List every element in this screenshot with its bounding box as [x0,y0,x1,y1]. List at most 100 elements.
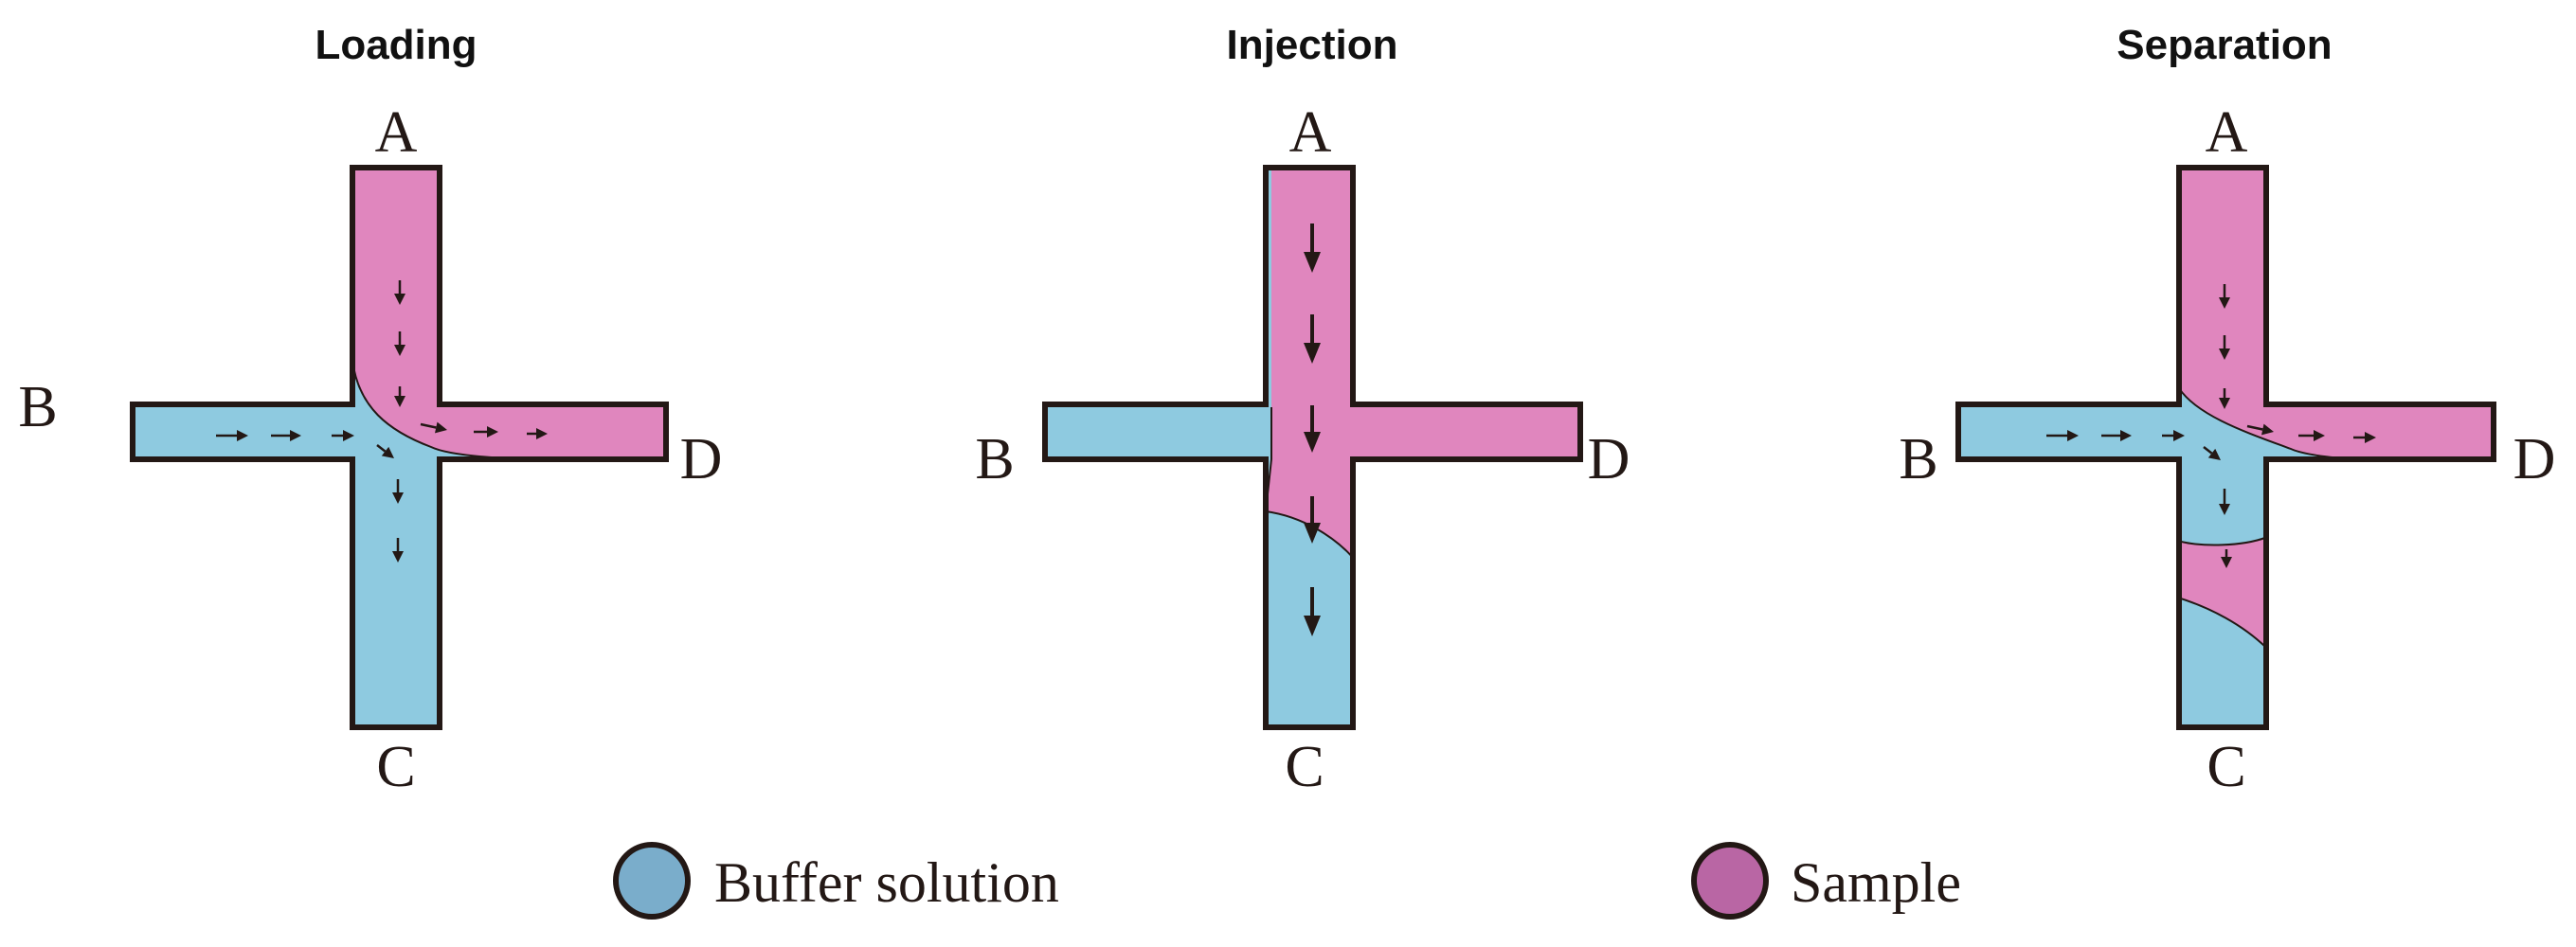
arrow-down-icon [394,386,405,407]
legend: Buffer solution Sample [613,842,1961,920]
arrow-head [392,492,404,504]
arrow-down-icon [392,538,404,563]
arrow-down-icon [1304,405,1321,453]
plug-rear-interface [2173,596,2273,654]
arrow-diagonal-icon [2203,446,2221,460]
arrow-head [1304,343,1321,364]
arrow-head [237,430,248,441]
arrow-right-icon [2162,430,2185,441]
arrow-right-icon [2101,430,2132,441]
arrow-down-icon [2219,284,2230,309]
arrow-head [394,345,405,356]
legend-swatch [1691,842,1769,920]
flow-arrows [216,280,548,563]
port-label-b: B [1899,427,1937,491]
arrow-head [2219,348,2230,360]
panel-injection: Injection A B C D [975,22,1630,799]
channel-fill [133,168,666,727]
port-label-a: A [2206,100,2248,165]
arrow-head [290,430,301,441]
arrow-head [394,396,405,407]
port-label-b: B [975,427,1014,491]
channel-outline [1955,165,2496,730]
arrow-head [2067,430,2079,441]
arrow-head [1304,523,1321,544]
legend-label: Sample [1791,851,1961,914]
channel-fill [1045,168,1580,727]
port-label-c: C [376,735,415,799]
channel-outline [1042,165,1583,730]
arrow-right-icon [474,426,498,438]
legend-swatch [613,842,691,920]
arrow-head [2261,423,2274,436]
panel-separation: Separation A B C D [1899,22,2555,799]
arrow-head [2365,432,2376,443]
sample-plug [2174,535,2272,653]
sample-fluid [2179,168,2494,466]
arrow-down-icon [394,331,405,356]
arrow-right-icon [2298,430,2325,441]
arrow-head [2207,448,2221,460]
arrow-down-icon [2221,549,2232,568]
arrow-right-icon [271,430,301,441]
arrow-head [487,426,498,438]
arrow-down-icon [394,280,405,305]
arrow-shaft [2246,424,2263,431]
arrow-right-icon [2046,430,2079,441]
arrow-shaft [2203,446,2213,455]
panel-title: Loading [315,22,477,68]
flow-arrows [2046,284,2376,568]
port-label-a: A [375,100,418,165]
arrow-down-icon [1304,314,1321,364]
plug-front-interface [2173,534,2273,546]
port-label-d: D [680,427,723,491]
panel-loading: Loading A B C D [18,22,722,799]
panel-title: Injection [1227,22,1398,68]
port-label-c: C [1285,735,1324,799]
arrow-diagonal-icon [376,444,394,458]
legend-label: Buffer solution [714,851,1059,914]
arrow-head [1304,252,1321,273]
flow-arrows [1304,223,1321,636]
arrow-down-icon [2219,489,2230,515]
sample-fluid [352,168,666,464]
arrow-head [1304,432,1321,453]
arrow-right-icon [216,430,248,441]
arrow-shaft [376,444,387,453]
legend-item-sample: Sample [1691,842,1961,920]
arrow-head [392,551,404,563]
arrow-head [381,446,394,458]
port-label-b: B [18,375,57,439]
arrow-head [2221,557,2232,568]
arrow-down-icon [2219,335,2230,360]
arrow-down-icon [1304,496,1321,544]
arrow-head [536,428,548,439]
arrow-right-icon [420,421,447,434]
channel-fill [1958,168,2494,727]
port-label-d: D [1588,427,1630,491]
arrow-right-icon [527,428,548,439]
arrow-head [2219,398,2230,409]
arrow-head [1304,616,1321,636]
arrow-head [394,294,405,305]
arrow-shaft [420,422,437,429]
arrow-down-icon [1304,587,1321,636]
legend-item-buffer: Buffer solution [613,842,1059,920]
panel-title: Separation [2117,22,2332,68]
channel-outline [130,165,669,730]
arrow-down-icon [1304,223,1321,273]
arrow-right-icon [332,430,354,441]
port-label-a: A [1289,100,1332,165]
arrow-head [2120,430,2132,441]
arrow-head [343,430,354,441]
arrow-down-icon [2219,388,2230,409]
port-label-c: C [2207,735,2245,799]
arrow-head [2219,504,2230,515]
arrow-right-icon [2353,432,2376,443]
arrow-head [2173,430,2185,441]
arrow-right-icon [2246,423,2274,436]
arrow-head [435,421,447,434]
port-label-d: D [2513,427,2556,491]
arrow-head [2314,430,2325,441]
